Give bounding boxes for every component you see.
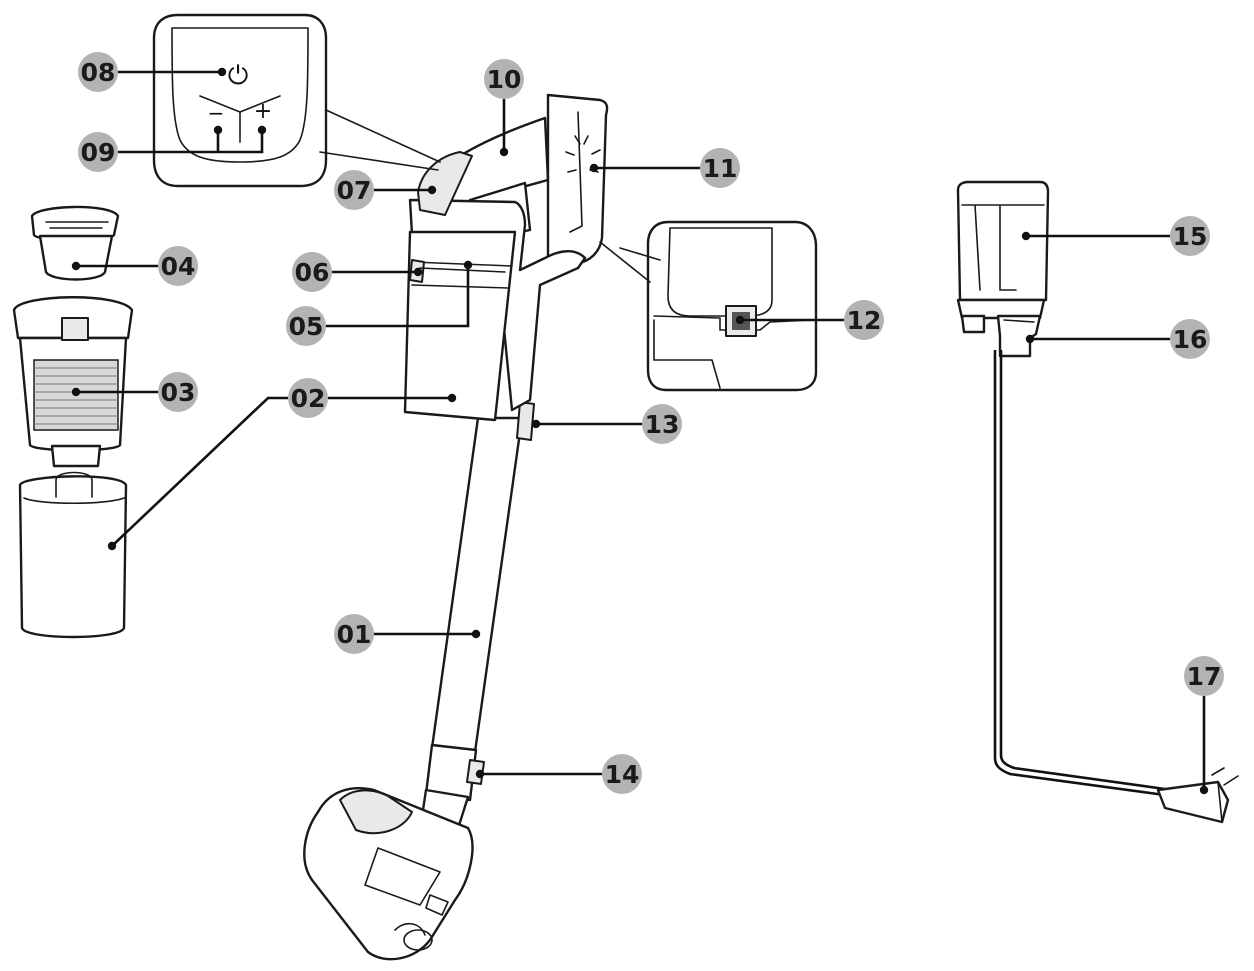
callout-badge <box>642 404 682 444</box>
leader-dot <box>107 541 117 551</box>
charger-cable <box>993 350 1166 797</box>
leader-line <box>326 265 470 328</box>
callout-number: 15 <box>1173 222 1208 251</box>
callout-number: 05 <box>289 312 324 341</box>
callout-06: 06 <box>292 252 423 292</box>
callout-badge <box>844 300 884 340</box>
leader-dot <box>531 419 541 429</box>
leader-dot <box>735 315 745 325</box>
callout-09: 09 <box>78 125 267 172</box>
control-button-panel <box>417 151 473 216</box>
leader-dot <box>471 629 481 639</box>
callout-04: 04 <box>71 246 198 286</box>
callout-badge <box>78 52 118 92</box>
callout-number: 02 <box>291 384 326 413</box>
callout-badge <box>158 246 198 286</box>
leader-dot <box>213 125 223 135</box>
callout-number: 16 <box>1173 325 1208 354</box>
floor-brush-head <box>303 787 474 961</box>
callout-13: 13 <box>531 404 682 444</box>
callout-number: 04 <box>161 252 196 281</box>
callout-07: 07 <box>334 170 437 210</box>
callout-number: 08 <box>81 58 116 87</box>
leader-dot <box>71 261 81 271</box>
leader-dot <box>217 67 227 77</box>
callout-badge <box>286 306 326 346</box>
leader-dot <box>1199 785 1209 795</box>
callout-14: 14 <box>475 754 642 794</box>
callout-11: 11 <box>589 148 740 188</box>
extension-tube <box>430 416 524 754</box>
plus-icon: + <box>254 99 272 124</box>
callout-number: 13 <box>645 410 680 439</box>
callout-number: 01 <box>337 620 372 649</box>
adapter-plug <box>1156 767 1239 824</box>
minus-icon: − <box>208 101 225 125</box>
power-icon: ⏻ <box>228 61 249 91</box>
callout-17: 17 <box>1184 656 1224 795</box>
leader-dot <box>447 393 457 403</box>
callout-12: 12 <box>735 300 884 340</box>
callout-number: 12 <box>847 306 882 335</box>
leader-dot <box>475 769 485 779</box>
leader-dot <box>1025 334 1035 344</box>
callout-number: 11 <box>703 154 738 183</box>
leader-dot <box>427 185 437 195</box>
leader-line <box>118 130 264 154</box>
callout-badge <box>484 59 524 99</box>
tube-button <box>516 401 535 441</box>
charging-port-zoom <box>599 220 818 392</box>
wall-charger <box>956 180 1050 358</box>
leader-dot <box>463 260 473 270</box>
callout-15: 15 <box>1021 216 1210 256</box>
callout-badge <box>602 754 642 794</box>
callout-badge <box>288 378 328 418</box>
callout-layer: 01 02 03 04 05 06 07 08 09 10 11 12 13 14 15 16 17 <box>71 52 1224 795</box>
dust-container <box>18 471 128 639</box>
callout-badge <box>700 148 740 188</box>
callout-number: 03 <box>161 378 196 407</box>
callout-number: 09 <box>81 138 116 167</box>
tube-connector <box>424 743 478 802</box>
filter-assembly <box>12 296 134 468</box>
callout-16: 16 <box>1025 319 1210 359</box>
callout-badge <box>78 132 118 172</box>
callout-03: 03 <box>71 372 198 412</box>
callout-badge <box>1184 656 1224 696</box>
callout-number: 17 <box>1187 662 1222 691</box>
control-panel-zoom: ⏻ − + <box>152 13 441 188</box>
leader-dot <box>257 125 267 135</box>
callout-badge <box>1170 216 1210 256</box>
callout-badge <box>334 614 374 654</box>
callout-badge <box>292 252 332 292</box>
callout-01: 01 <box>334 614 481 654</box>
charger-connector <box>996 314 1042 358</box>
callout-08: 08 <box>78 52 227 92</box>
leader-dot <box>589 163 599 173</box>
vacuum-main-unit <box>303 93 609 961</box>
leader-line <box>111 396 288 547</box>
callout-badge <box>334 170 374 210</box>
callout-02: 02 <box>107 378 457 551</box>
leader-dot <box>1021 231 1031 241</box>
callout-number: 06 <box>295 258 330 287</box>
leader-dot <box>499 147 509 157</box>
callout-number: 10 <box>487 65 522 94</box>
callout-number: 14 <box>605 760 640 789</box>
leader-dot <box>71 387 81 397</box>
callout-number: 07 <box>337 176 372 205</box>
filter-cap <box>30 205 120 281</box>
leader-dot <box>413 267 423 277</box>
callout-05: 05 <box>286 260 473 346</box>
callout-10: 10 <box>484 59 524 157</box>
callout-badge <box>1170 319 1210 359</box>
callout-badge <box>158 372 198 412</box>
